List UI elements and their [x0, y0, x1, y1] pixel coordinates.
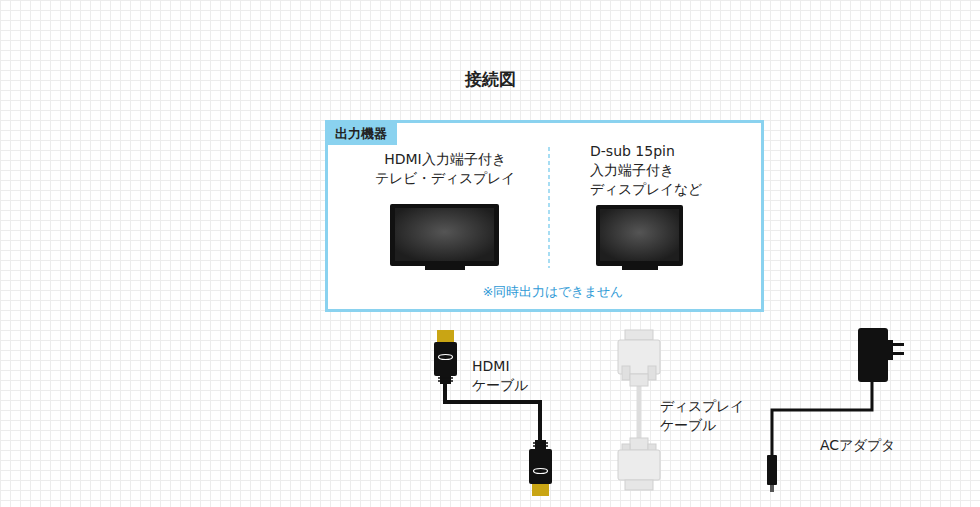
cable-label: HDMI ケーブル	[472, 357, 534, 395]
box-ground	[325, 120, 764, 312]
tv-icon	[390, 204, 499, 270]
diagram-title: 接続図	[465, 68, 516, 91]
display-label: HDMI入力端子付き テレビ・ディスプレイ	[372, 150, 518, 188]
divider	[548, 147, 550, 268]
adapter-label: ACアダプタ	[820, 436, 910, 455]
hdmi-cable	[434, 330, 552, 496]
monitor-icon	[596, 205, 683, 270]
display-label: D-sub 15pin 入力端子付き ディスプレイなど	[590, 142, 708, 199]
group-heading: 出力機器	[328, 123, 397, 145]
device-group-box: 出力機器 ※同時出力はできません	[325, 120, 764, 312]
cable-label: ディスプレイ ケーブル	[660, 397, 752, 435]
ac-adapter	[767, 328, 904, 492]
dsub-cable	[618, 330, 660, 490]
note-text: ※同時出力はできません	[483, 283, 624, 301]
